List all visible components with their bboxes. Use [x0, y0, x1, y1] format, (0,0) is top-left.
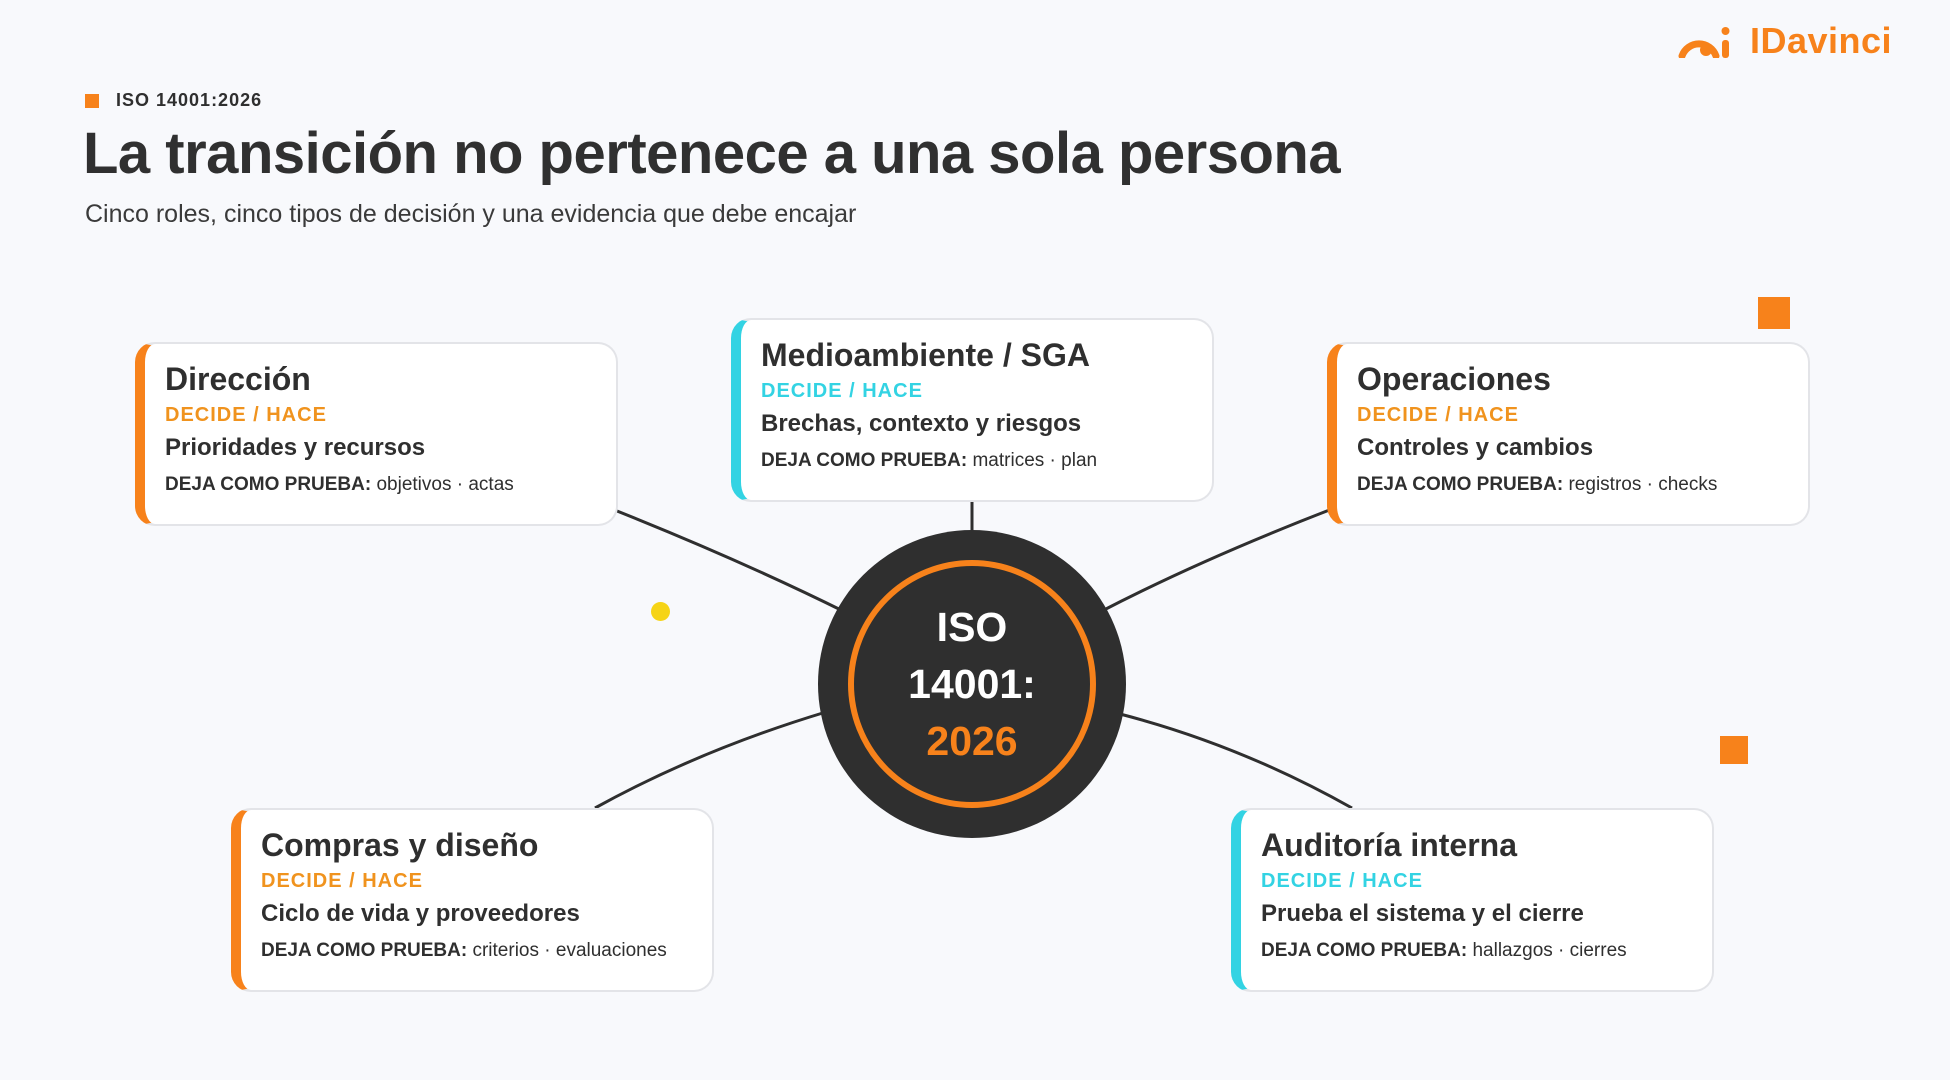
brand-logo: IDavinci	[1678, 20, 1892, 62]
logo-text: IDavinci	[1750, 20, 1893, 61]
hub-ring	[848, 560, 1096, 808]
evidence-value: matrices · plan	[972, 450, 1098, 471]
role-description: Controles y cambios	[1357, 434, 1594, 461]
evidence-value: objetivos · actas	[376, 474, 514, 495]
decorative-square	[1720, 736, 1748, 764]
role-tag: DECIDE / HACE	[165, 404, 327, 426]
evidence-value: registros · checks	[1568, 474, 1718, 495]
role-evidence: DEJA COMO PRUEBA: criterios · evaluacion…	[261, 940, 692, 962]
eyebrow: ISO 14001:2026	[85, 90, 262, 111]
evidence-label: DEJA COMO PRUEBA:	[165, 474, 372, 495]
role-card-auditoria: Auditoría interna DECIDE / HACE Prueba e…	[1231, 808, 1714, 992]
role-card-medioambiente: Medioambiente / SGA DECIDE / HACE Brecha…	[731, 318, 1214, 502]
role-title: Compras y diseño	[261, 827, 539, 863]
role-tag: DECIDE / HACE	[761, 380, 923, 402]
role-description: Prioridades y recursos	[165, 434, 426, 461]
connector-direccion	[611, 507, 846, 614]
eyebrow-label: ISO 14001:2026	[116, 90, 263, 110]
evidence-label: DEJA COMO PRUEBA:	[261, 940, 468, 961]
role-description: Ciclo de vida y proveedores	[261, 900, 580, 927]
role-title: Medioambiente / SGA	[761, 337, 1090, 373]
hub-line-1: ISO	[936, 603, 1008, 650]
connector-operaciones	[1099, 507, 1333, 614]
evidence-value: criterios · evaluaciones	[472, 940, 667, 961]
role-evidence: DEJA COMO PRUEBA: matrices · plan	[761, 450, 1192, 472]
decorative-square	[1758, 297, 1790, 329]
decorative-dot	[651, 602, 670, 621]
evidence-value: hallazgos · cierres	[1472, 940, 1627, 961]
connector-auditoria	[1119, 712, 1353, 810]
page-subtitle: Cinco roles, cinco tipos de decisión y u…	[85, 200, 857, 228]
evidence-label: DEJA COMO PRUEBA:	[1357, 474, 1564, 495]
evidence-label: DEJA COMO PRUEBA:	[1261, 940, 1468, 961]
page-title: La transición no pertenece a una sola pe…	[83, 121, 1341, 186]
role-evidence: DEJA COMO PRUEBA: hallazgos · cierres	[1261, 940, 1692, 962]
role-evidence: DEJA COMO PRUEBA: registros · checks	[1357, 474, 1788, 496]
role-description: Brechas, contexto y riesgos	[761, 410, 1082, 437]
role-title: Auditoría interna	[1261, 827, 1518, 863]
role-title: Dirección	[165, 361, 311, 397]
role-tag: DECIDE / HACE	[261, 870, 423, 892]
connector-compras	[594, 710, 827, 810]
role-card-operaciones: Operaciones DECIDE / HACE Controles y ca…	[1327, 342, 1810, 526]
role-card-direccion: Dirección DECIDE / HACE Prioridades y re…	[135, 342, 618, 526]
role-tag: DECIDE / HACE	[1357, 404, 1519, 426]
role-description: Prueba el sistema y el cierre	[1261, 900, 1584, 927]
idavinci-logo-icon	[1678, 27, 1730, 58]
role-title: Operaciones	[1357, 361, 1551, 397]
evidence-label: DEJA COMO PRUEBA:	[761, 450, 968, 471]
role-tag: DECIDE / HACE	[1261, 870, 1423, 892]
eyebrow-square-icon	[85, 93, 99, 108]
role-card-compras: Compras y diseño DECIDE / HACE Ciclo de …	[231, 808, 714, 992]
hub-line-2: 14001:	[908, 660, 1036, 707]
hub-label: ISO 14001: 2026	[818, 530, 1126, 838]
hub-year: 2026	[926, 717, 1018, 764]
role-evidence: DEJA COMO PRUEBA: objetivos · actas	[165, 474, 596, 496]
